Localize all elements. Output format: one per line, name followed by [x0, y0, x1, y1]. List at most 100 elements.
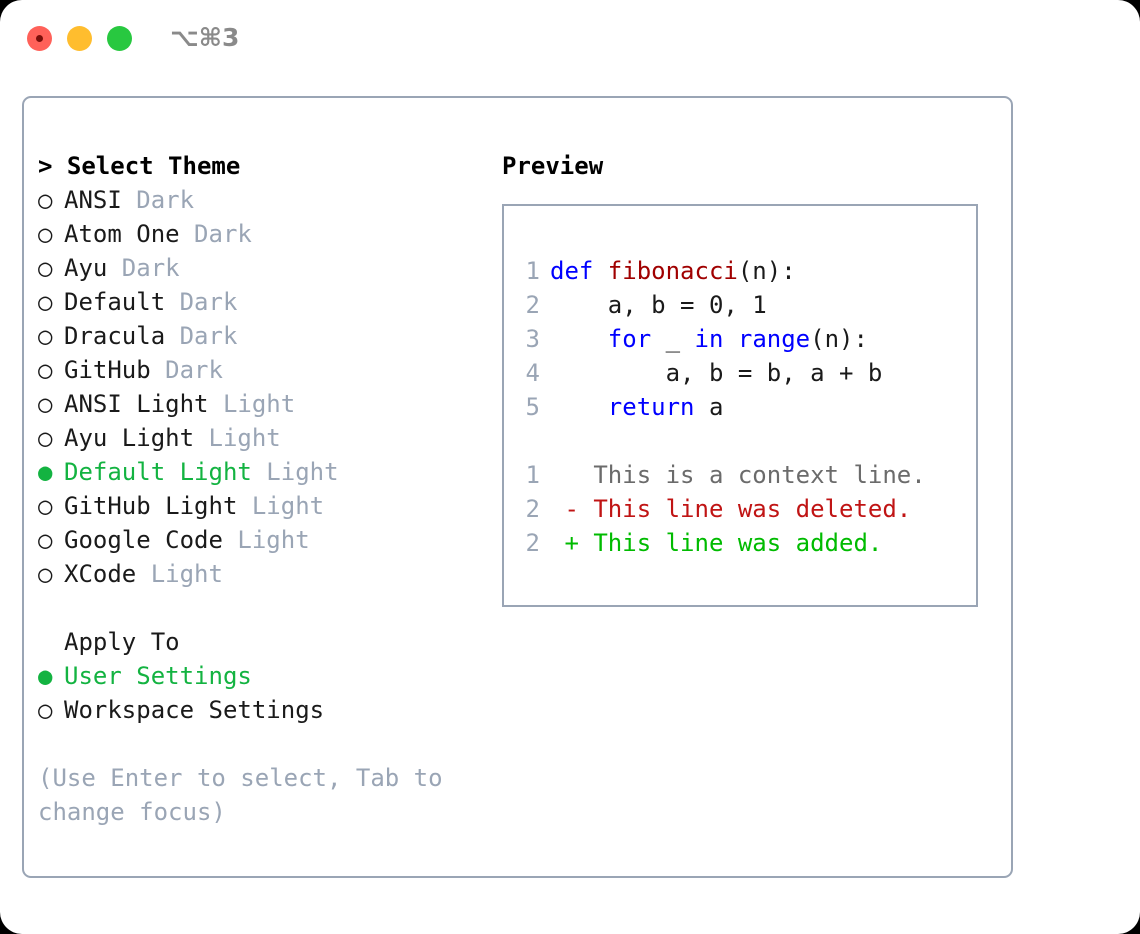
theme-option-label: Atom One — [64, 220, 195, 248]
theme-option-label: Ayu — [64, 254, 122, 282]
code-line: 4 a, b = b, a + b — [514, 356, 926, 390]
apply-to-option-label: User Settings — [64, 662, 252, 690]
diff-marker — [550, 461, 593, 489]
line-number: 3 — [525, 325, 540, 353]
maximize-button[interactable] — [107, 26, 132, 51]
theme-option-label: GitHub — [64, 356, 166, 384]
code-token: return — [607, 393, 695, 421]
prompt-caret: > — [38, 152, 67, 180]
code-line: 3 for _ in range(n): — [514, 322, 926, 356]
theme-option-variant: Dark — [165, 356, 223, 384]
theme-option-xcode[interactable]: ○ XCode Light — [38, 557, 488, 591]
radio-unselected-icon: ○ — [38, 356, 53, 384]
theme-option-dracula[interactable]: ○Dracula Dark — [38, 319, 488, 353]
theme-option-atom-one[interactable]: ○ Atom One Dark — [38, 217, 488, 251]
radio-selected-icon: ● — [38, 662, 53, 690]
apply-to-option-user-settings[interactable]: ● User Settings — [38, 659, 488, 693]
theme-option-ansi-light[interactable]: ○ANSI Light Light — [38, 387, 488, 421]
apply-to-option-list: ● User Settings ○ Workspace Settings — [38, 659, 488, 727]
code-token: for — [607, 325, 652, 353]
code-token: a, b = b, a + b — [550, 359, 883, 387]
keyboard-hint-text: (Use Enter to select, Tab to change focu… — [38, 764, 458, 826]
diff-line-add: 2 + This line was added. — [514, 526, 926, 560]
code-line: 5 return a — [514, 390, 926, 424]
code-token: range — [737, 325, 811, 353]
code-token: a — [694, 393, 724, 421]
radio-selected-icon: ● — [38, 458, 53, 486]
theme-selector-panel: > Select Theme ○ANSI Dark○Atom One Dark○… — [22, 96, 1013, 878]
theme-option-variant: Dark — [179, 288, 238, 316]
diff-text: This line was added. — [593, 529, 883, 557]
diff-lines: 1 This is a context line.2 - This line w… — [514, 458, 926, 560]
radio-unselected-icon: ○ — [38, 696, 53, 724]
diff-text: This is a context line. — [593, 461, 926, 489]
line-number: 5 — [525, 393, 540, 421]
radio-unselected-icon: ○ — [38, 254, 53, 282]
theme-option-label: ANSI Light — [64, 390, 223, 418]
theme-option-github-light[interactable]: ○GitHub Light Light — [38, 489, 488, 523]
code-token: def — [550, 257, 608, 285]
radio-unselected-icon: ○ — [38, 288, 53, 316]
theme-option-github[interactable]: ○ GitHub Dark — [38, 353, 488, 387]
theme-option-google-code[interactable]: ○Google Code Light — [38, 523, 488, 557]
close-button[interactable] — [27, 26, 52, 51]
diff-text: This line was deleted. — [593, 495, 912, 523]
code-token — [550, 393, 608, 421]
radio-unselected-icon: ○ — [38, 220, 53, 248]
keyboard-shortcut-label: ⌥⌘3 — [170, 23, 240, 52]
theme-option-variant: Dark — [194, 220, 252, 248]
theme-option-list: ○ANSI Dark○Atom One Dark○Ayu Dark○Defaul… — [38, 183, 488, 591]
theme-option-label: XCode — [64, 560, 151, 588]
theme-option-label: Google Code — [64, 526, 238, 554]
theme-option-variant: Light — [208, 424, 281, 452]
code-blank-line — [514, 424, 926, 458]
code-token: (n): — [737, 257, 796, 285]
theme-option-label: Dracula — [64, 322, 180, 350]
diff-marker: + — [550, 529, 594, 557]
radio-unselected-icon: ○ — [38, 322, 53, 350]
apply-to-option-label: Workspace Settings — [64, 696, 325, 724]
theme-option-variant: Dark — [121, 254, 180, 282]
radio-unselected-icon: ○ — [38, 560, 53, 588]
list-spacer — [38, 591, 488, 625]
theme-option-label: ANSI — [64, 186, 137, 214]
theme-option-default[interactable]: ○ Default Dark — [38, 285, 488, 319]
diff-line-ctx: 1 This is a context line. — [514, 458, 926, 492]
theme-option-variant: Light — [237, 526, 310, 554]
code-token: (n): — [810, 325, 868, 353]
apply-to-heading: Apply To — [64, 628, 180, 656]
code-token — [550, 325, 608, 353]
theme-list-column: > Select Theme ○ANSI Dark○Atom One Dark○… — [38, 149, 488, 829]
theme-option-variant: Light — [150, 560, 223, 588]
code-token: _ — [651, 325, 695, 353]
line-number: 2 — [525, 291, 540, 319]
theme-option-label: Ayu Light — [64, 424, 209, 452]
line-number: 2 — [525, 529, 540, 557]
title-bar: ⌥⌘3 — [0, 0, 1140, 78]
code-token — [723, 325, 737, 353]
radio-unselected-icon: ○ — [38, 390, 53, 418]
code-line: 2 a, b = 0, 1 — [514, 288, 926, 322]
radio-unselected-icon: ○ — [38, 424, 53, 452]
apply-to-option-workspace-settings[interactable]: ○ Workspace Settings — [38, 693, 488, 727]
code-token: a, b = 0, 1 — [550, 291, 767, 319]
theme-option-ayu-light[interactable]: ○ Ayu Light Light — [38, 421, 488, 455]
theme-option-label: Default — [64, 288, 180, 316]
theme-option-label: Default Light — [64, 458, 267, 486]
page-title: > Select Theme — [38, 149, 488, 183]
theme-option-ansi[interactable]: ○ANSI Dark — [38, 183, 488, 217]
theme-option-default-light[interactable]: ●Default Light Light — [38, 455, 488, 489]
code-token: fibonacci — [607, 257, 738, 285]
line-number: 4 — [525, 359, 540, 387]
line-number: 2 — [525, 495, 540, 523]
theme-option-variant: Light — [251, 492, 325, 520]
code-token: in — [694, 325, 724, 353]
theme-option-ayu[interactable]: ○ Ayu Dark — [38, 251, 488, 285]
minimize-button[interactable] — [67, 26, 92, 51]
